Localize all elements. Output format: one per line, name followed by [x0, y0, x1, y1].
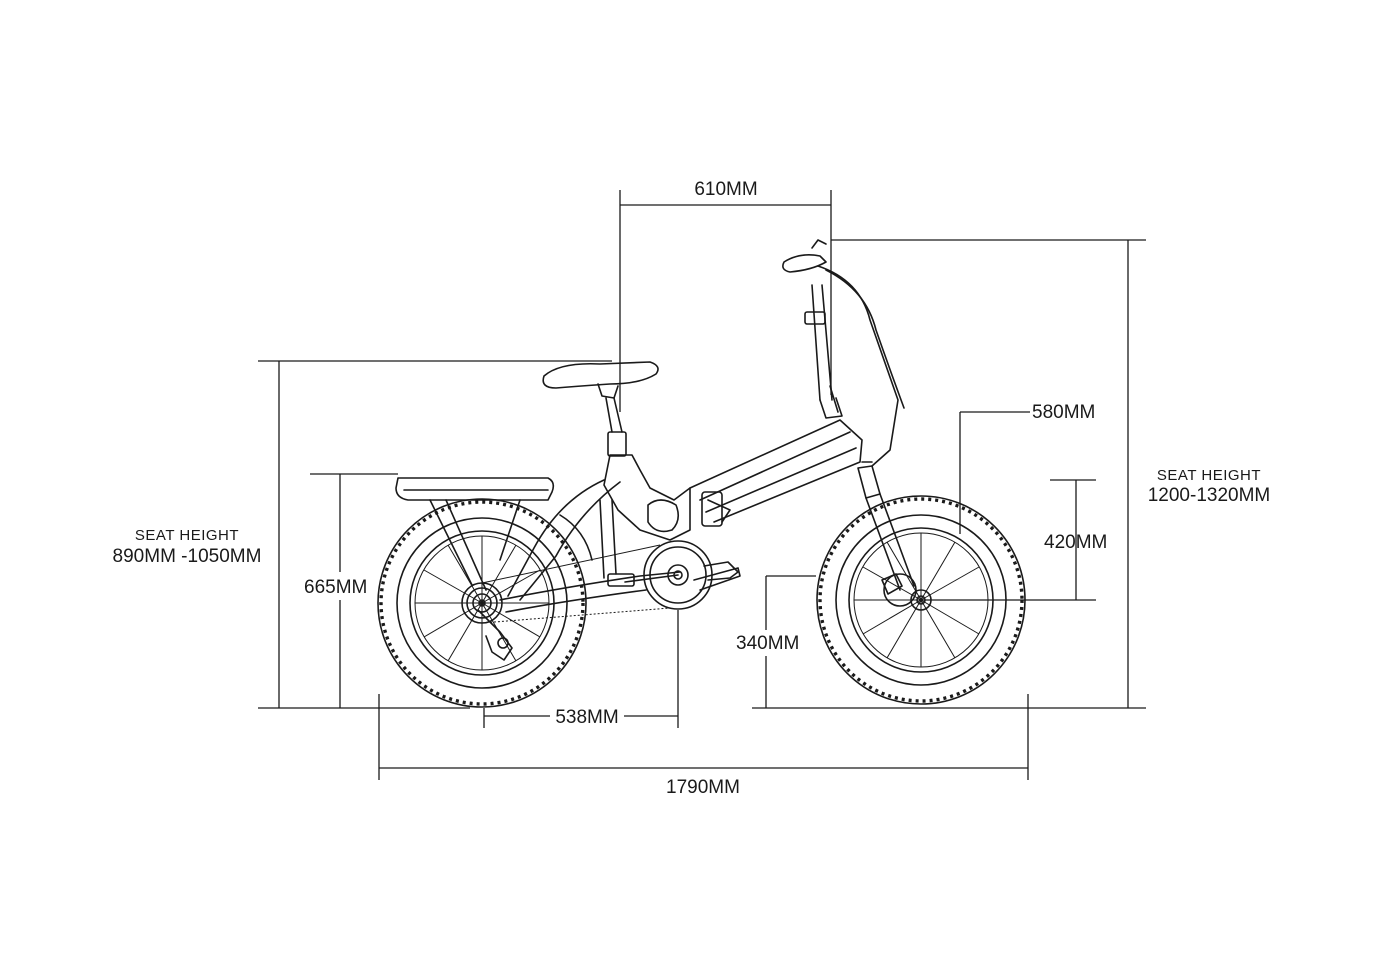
- rear-wheel: [377, 498, 587, 708]
- dimension-lines: [258, 190, 1146, 780]
- rear-spokes: [415, 536, 549, 670]
- seat-height-right-value: 1200-1320MM: [1148, 485, 1271, 506]
- front-fork: [857, 461, 915, 591]
- bike-drawing: [377, 239, 1026, 708]
- kickstand: [693, 567, 741, 591]
- dimension-labels: 610MM 580MM 420MM 340MM 665MM 538MM 1790…: [113, 179, 1271, 798]
- frame: [499, 419, 863, 613]
- rear-rack: [395, 477, 555, 591]
- seat-height-right-caption: SEAT HEIGHT: [1157, 467, 1261, 484]
- label-580: 580MM: [1032, 402, 1095, 423]
- handlebar: [782, 239, 905, 467]
- seat-height-left-caption: SEAT HEIGHT: [135, 527, 239, 544]
- label-538: 538MM: [555, 707, 618, 728]
- label-665: 665MM: [304, 577, 367, 598]
- label-420: 420MM: [1044, 532, 1107, 553]
- crankset: [481, 540, 739, 624]
- seat-height-left-value: 890MM -1050MM: [113, 546, 262, 567]
- rear-fender: [559, 514, 593, 561]
- label-340: 340MM: [736, 633, 799, 654]
- seat: [542, 361, 659, 457]
- label-1790: 1790MM: [666, 777, 740, 798]
- label-610: 610MM: [694, 179, 757, 200]
